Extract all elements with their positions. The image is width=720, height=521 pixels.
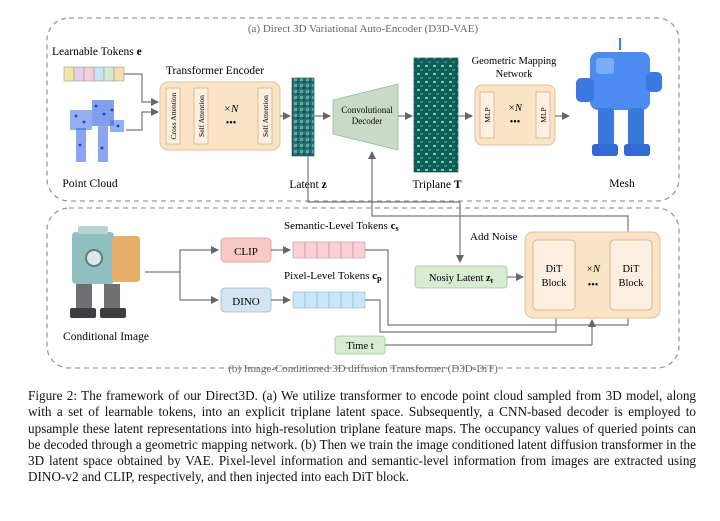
pixel-tokens-to-dit-line [365,299,557,333]
tokens-to-encoder-arrow [124,73,159,106]
dit-block-1-line1: DiT [546,264,564,275]
conditional-image-label: Conditional Image [63,331,149,343]
semantic-tokens-to-dit-line [365,249,629,326]
gmn-box [474,84,556,146]
caption-line-2: model, along with a set of learnable tok… [28,388,697,420]
gmn-label-line1: Geometric Mapping [472,56,558,67]
latent-feature-map [291,77,315,157]
vae-panel-title: (a) Direct 3D Variational Auto-Encoder (… [248,23,479,35]
caption-line-4: occupancy values of queried points can b… [28,420,696,452]
point-cloud-image [70,100,124,162]
time-label: Time t [346,341,373,352]
cross-attention-label: Cross Attention [169,92,178,139]
conv-decoder-line2: Decoder [352,116,382,126]
self-attention-block-1 [193,87,209,145]
add-noise-label: Add Noise [470,231,517,243]
conv-decoder-line1: Convolutional [341,105,393,115]
semantic-tokens-label: Semantic-Level Tokens cs [284,220,399,233]
image-to-clip-arrow [145,246,219,273]
clip-label: CLIP [234,246,258,258]
mlp-block-1 [479,91,495,139]
convolutional-decoder [332,83,399,151]
gmn-dots: ••• [510,117,521,128]
dit-block-1 [532,239,576,311]
gmn-label-line2: Network [496,69,533,80]
caption-line-7: injected into each DiT block. [255,469,409,485]
dit-block-2-line1: DiT [623,264,641,275]
latent-label: Latent z [289,179,326,191]
encoder-dots: ••• [226,118,237,129]
self-attention-block-2 [257,87,273,145]
mlp-block-2 [535,91,551,139]
triplane-label: Triplane T [412,179,461,191]
dit-panel [46,207,680,369]
learnable-tokens-label: Learnable Tokens e [52,46,142,58]
caption-line-3: decoder is employed to upsample these la… [28,404,697,436]
figure-caption: Figure 2: The framework of our Direct3D.… [28,388,696,486]
encoder-times-n: ×N [224,103,239,115]
vae-panel [46,17,680,202]
dit-times-n: ×N [586,264,601,275]
dit-block-1-line2: Block [541,278,567,289]
mlp-label-1: MLP [483,107,492,122]
dit-block-2-line2: Block [618,278,644,289]
semantic-token-strip [292,241,366,259]
image-to-dino-arrow [179,272,219,304]
mesh-label: Mesh [609,178,635,190]
mesh-render [576,38,662,156]
caption-line-1: Figure 2: The framework of our Direct3D.… [28,388,622,403]
noisy-latent-label: Nosiy Latent zt [429,273,494,285]
learnable-token-strip [63,66,125,82]
transformer-encoder-label: Transformer Encoder [166,65,264,77]
mlp-label-2: MLP [539,107,548,122]
cross-attention-block [165,87,181,145]
dit-output-to-decoder-arrow [368,151,629,234]
latent-to-noise-line [307,156,461,244]
self-attention-label-1: Self Attention [197,95,206,137]
triplane-feature-map [413,57,459,173]
pixel-tokens-label: Pixel-Level Tokens cp [284,270,382,283]
gmn-times-n: ×N [508,103,523,114]
dit-dots: ••• [588,280,599,291]
conditional-image [70,226,140,318]
dino-label: DINO [232,296,260,308]
pointcloud-to-encoder-arrow [126,108,159,131]
pixel-token-strip [292,291,366,309]
self-attention-label-2: Self Attention [261,95,270,137]
dit-block-2 [609,239,653,311]
caption-line-5: image conditioned latent diffusion trans… [28,436,696,469]
framework-diagram: (a) Direct 3D Variational Auto-Encoder (… [46,17,680,375]
dit-panel-title: (b) Image-Conditioned 3D diffusion Trans… [228,363,498,375]
caption-line-6: and semantic-level information from imag… [28,453,697,485]
point-cloud-label: Point Cloud [62,178,118,190]
